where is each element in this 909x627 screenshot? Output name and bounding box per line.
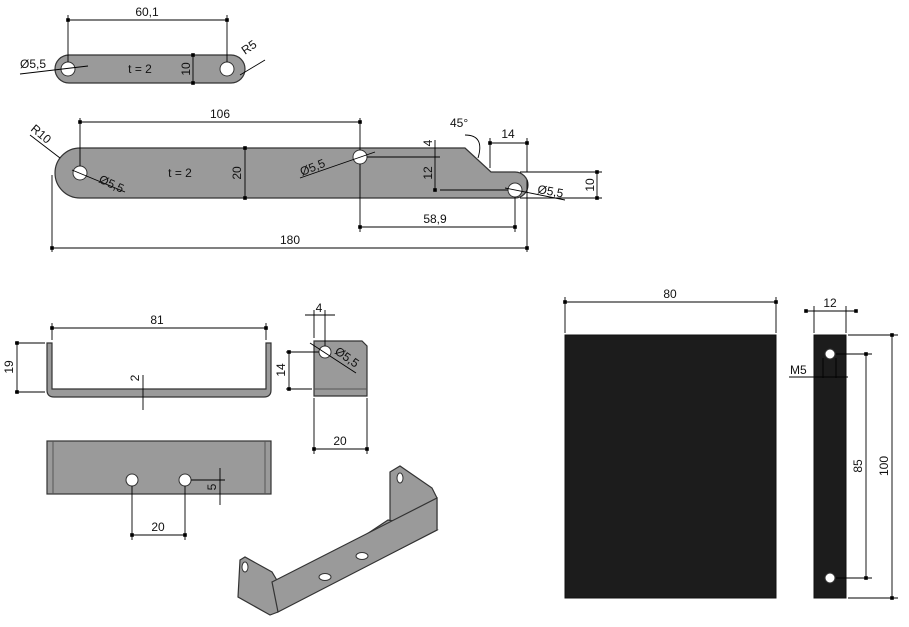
dim-bar-end-length: 14	[501, 127, 515, 141]
dim-bar-step-height: 12	[421, 166, 435, 180]
dim-channel-depth: 20	[333, 434, 347, 448]
dim-bar-offset: 58,9	[423, 212, 447, 226]
dim-strap-radius: R5	[239, 37, 260, 57]
block-front-body	[564, 334, 777, 599]
dim-strap-width: 10	[179, 62, 193, 76]
channel-side-view: 81 19 2	[2, 313, 272, 410]
channel-front-hole-right	[178, 473, 192, 487]
channel-front-body	[46, 440, 272, 495]
bar-thickness-label: t = 2	[168, 166, 192, 180]
dim-front-hole-edge: 5	[205, 483, 219, 490]
bar-body	[54, 147, 529, 199]
dim-block-hole-spacing: 85	[851, 459, 865, 473]
strap-thickness-label: t = 2	[128, 62, 152, 76]
block-hole-bottom	[824, 572, 836, 584]
dim-bar-step-top: 4	[421, 139, 435, 146]
strap-hole-right	[219, 61, 235, 77]
dim-block-height: 100	[877, 456, 891, 476]
channel-isometric-view	[237, 465, 439, 616]
dim-side-hole-height: 14	[274, 363, 288, 377]
dim-strap-length: 60,1	[135, 5, 159, 19]
dim-strap-hole: Ø5,5	[20, 57, 46, 71]
channel-end-view: 4 14 Ø5,5 20	[274, 301, 369, 454]
dim-bar-hole-right: Ø5,5	[536, 182, 564, 200]
dim-side-hole-offset: 4	[316, 301, 323, 315]
block-front-view: 80	[563, 287, 778, 599]
dim-bar-end-width: 10	[583, 178, 597, 192]
dim-bar-length: 180	[280, 233, 300, 247]
dim-bar-hole-spacing: 106	[210, 107, 230, 121]
dim-block-thickness: 12	[823, 296, 837, 310]
iso-hole-left	[241, 561, 249, 573]
iso-hole-mid-right	[355, 552, 369, 560]
block-side-view: 12 M5 85 100	[789, 296, 898, 600]
dim-channel-length: 81	[150, 313, 164, 327]
dim-bar-radius: R10	[28, 122, 54, 147]
iso-hole-mid-left	[318, 573, 332, 581]
block-side-body	[813, 334, 847, 599]
block-hole-top	[824, 348, 836, 360]
dim-channel-height: 19	[2, 360, 16, 374]
iso-hole-right	[396, 472, 404, 484]
dim-channel-thickness: 2	[128, 374, 142, 381]
dim-bar-angle: 45°	[450, 116, 468, 130]
strap-body	[54, 54, 246, 84]
dim-block-width: 80	[663, 287, 677, 301]
strap-view: 60,1 t = 2 10 R5 Ø5,5	[19, 5, 266, 85]
channel-front-hole-left	[125, 473, 139, 487]
channel-profile	[46, 342, 272, 398]
dim-block-thread: M5	[790, 363, 807, 377]
dim-bar-width: 20	[230, 166, 244, 180]
dim-front-hole-spacing: 20	[151, 520, 165, 534]
channel-front-view: 20 5	[46, 440, 272, 540]
bar-view: 106 180 58,9 t = 2 20 4 12 14 10 45° R10…	[28, 107, 602, 252]
channel-end-hole	[318, 345, 332, 359]
